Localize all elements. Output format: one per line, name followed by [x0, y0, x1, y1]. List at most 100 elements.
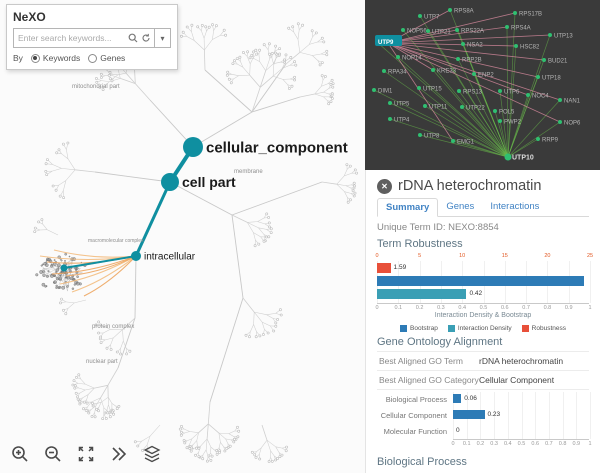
- gene-node[interactable]: [401, 28, 405, 32]
- gene-node[interactable]: [388, 117, 392, 121]
- gene-node[interactable]: [423, 104, 427, 108]
- gene-node[interactable]: [493, 109, 497, 113]
- gene-node[interactable]: [536, 137, 540, 141]
- gene-label[interactable]: RPS4A: [511, 26, 531, 32]
- gene-node[interactable]: [451, 139, 455, 143]
- gene-label[interactable]: RPS13: [463, 90, 483, 96]
- close-icon[interactable]: ✕: [377, 178, 392, 194]
- gene-label[interactable]: RPA34: [388, 70, 407, 76]
- gene-node[interactable]: [460, 105, 464, 109]
- branch-label[interactable]: membrane: [234, 169, 263, 175]
- gene-label[interactable]: UTP13: [554, 34, 573, 40]
- node-label[interactable]: cellular_component: [206, 139, 348, 156]
- gene-label[interactable]: UTP8: [424, 134, 440, 140]
- gene-node[interactable]: [372, 88, 376, 92]
- gene-node[interactable]: [498, 119, 502, 123]
- gene-node[interactable]: [526, 93, 530, 97]
- gene-node[interactable]: [513, 11, 517, 15]
- gene-label[interactable]: NAN1: [564, 99, 581, 105]
- gene-network-panel[interactable]: UTP7 RPS8A RPS17B NOP56 UTP21 RPS22A RPS4A UTP1…: [365, 0, 600, 170]
- gene-label[interactable]: HSC82: [520, 45, 540, 51]
- node-intracellular[interactable]: [131, 251, 141, 261]
- gene-label[interactable]: UTP6: [504, 90, 520, 96]
- gene-node[interactable]: [417, 86, 421, 90]
- collapse-toggle[interactable]: ▾: [155, 28, 171, 48]
- branch-label[interactable]: mitochondrial part: [72, 84, 120, 90]
- gene-label[interactable]: UTP18: [542, 76, 561, 82]
- radio-keywords[interactable]: Keywords: [30, 53, 80, 63]
- gene-label[interactable]: NOP14: [402, 56, 422, 62]
- tab-summary[interactable]: Summary: [377, 198, 439, 217]
- zoom-in-button[interactable]: [8, 444, 32, 468]
- gene-node[interactable]: [396, 55, 400, 59]
- node-label[interactable]: intracellular: [144, 252, 196, 263]
- search-icon[interactable]: [127, 32, 139, 44]
- gene-node[interactable]: [548, 33, 552, 37]
- gene-label[interactable]: PWP2: [504, 120, 522, 126]
- zoom-out-button[interactable]: [41, 444, 65, 468]
- gene-label[interactable]: RPP2B: [462, 58, 482, 64]
- gene-node[interactable]: [558, 98, 562, 102]
- gene-label[interactable]: UTP9: [378, 40, 394, 46]
- gene-node[interactable]: [388, 101, 392, 105]
- gene-node[interactable]: [498, 89, 502, 93]
- gene-label[interactable]: UTP11: [429, 105, 448, 111]
- selected-gene-highlight[interactable]: [375, 35, 402, 46]
- gene-network-graph[interactable]: UTP7 RPS8A RPS17B NOP56 UTP21 RPS22A RPS4A UTP1…: [365, 0, 600, 170]
- gene-node[interactable]: [456, 57, 460, 61]
- branch-label[interactable]: nuclear part: [86, 359, 118, 365]
- gene-label[interactable]: UTP15: [423, 87, 442, 93]
- gene-node[interactable]: [514, 44, 518, 48]
- gene-label[interactable]: NOP56: [407, 29, 427, 35]
- gene-node[interactable]: [418, 14, 422, 18]
- radio-genes[interactable]: Genes: [88, 53, 125, 63]
- gene-label[interactable]: RPS22A: [461, 29, 484, 35]
- gene-node[interactable]: [426, 29, 430, 33]
- gene-label[interactable]: KRE33: [437, 69, 457, 75]
- node-label[interactable]: cell part: [182, 174, 236, 190]
- gene-node[interactable]: [382, 69, 386, 73]
- gene-node[interactable]: [461, 42, 465, 46]
- gene-label[interactable]: RRP9: [542, 138, 559, 144]
- gene-node[interactable]: [536, 75, 540, 79]
- gene-label[interactable]: UTP4: [394, 118, 410, 124]
- branch-label[interactable]: macromolecular complex: [88, 238, 144, 244]
- branch-label[interactable]: protein complex: [92, 324, 134, 330]
- gene-node[interactable]: [472, 72, 476, 76]
- refresh-icon[interactable]: [140, 32, 152, 44]
- expand-selection-button[interactable]: [107, 444, 131, 468]
- tab-genes[interactable]: Genes: [446, 201, 475, 212]
- gene-label[interactable]: NSA2: [467, 43, 483, 49]
- gene-label[interactable]: RPS8A: [454, 9, 474, 15]
- gene-node[interactable]: [542, 58, 546, 62]
- gene-label[interactable]: UTP21: [432, 30, 451, 36]
- gene-label[interactable]: BUD21: [548, 59, 568, 65]
- tab-interactions[interactable]: Interactions: [490, 201, 540, 212]
- gene-node[interactable]: [448, 8, 452, 12]
- node-cellular_component[interactable]: [183, 137, 203, 157]
- gene-label[interactable]: UTP7: [424, 15, 440, 21]
- node-cell part[interactable]: [161, 173, 179, 191]
- search-input[interactable]: [16, 32, 126, 44]
- gene-label[interactable]: UTP5: [394, 102, 410, 108]
- gene-label[interactable]: NOP6: [564, 121, 581, 127]
- gene-label[interactable]: POL5: [499, 110, 515, 116]
- gene-node[interactable]: [504, 153, 512, 161]
- gene-label[interactable]: NOC4: [532, 94, 549, 100]
- gene-label[interactable]: DIM1: [378, 89, 393, 95]
- gene-label[interactable]: UTP10: [512, 155, 534, 162]
- layers-button[interactable]: [140, 444, 164, 468]
- gene-node[interactable]: [418, 133, 422, 137]
- gene-node[interactable]: [457, 89, 461, 93]
- gene-label[interactable]: EMG1: [457, 140, 475, 146]
- gene-label[interactable]: UTP22: [466, 106, 485, 112]
- gene-node[interactable]: [455, 28, 459, 32]
- gene-node[interactable]: [505, 25, 509, 29]
- gene-node[interactable]: [431, 68, 435, 72]
- gene-label[interactable]: ENP2: [478, 73, 494, 79]
- node-selected-term[interactable]: [60, 264, 68, 272]
- gene-label[interactable]: RPS17B: [519, 12, 542, 18]
- fit-to-screen-button[interactable]: [74, 444, 98, 468]
